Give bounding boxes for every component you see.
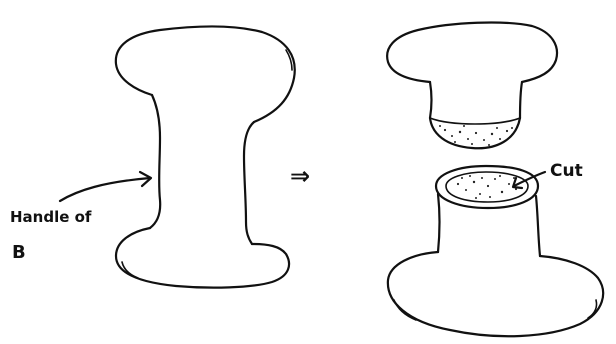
- right-top-neck-left: [430, 82, 432, 118]
- right-bottom-neck-left: [438, 194, 440, 252]
- left-neck-left-side: [150, 95, 160, 228]
- right-base-sketch-mark: [588, 300, 597, 318]
- left-top-cap: [116, 27, 295, 123]
- handle-arrow-shaft: [60, 178, 150, 201]
- left-solid-figure: [116, 27, 295, 288]
- right-top-piece: [387, 23, 557, 149]
- cut-label: Cut: [550, 161, 583, 181]
- left-bottom-base: [116, 228, 289, 288]
- right-top-cut-rim: [430, 118, 520, 124]
- implies-arrow: ⇒: [290, 162, 310, 190]
- right-top-neck-right: [520, 82, 522, 118]
- right-bottom-piece: [388, 166, 603, 336]
- handle-label: Handle of: [10, 208, 92, 226]
- handle-pointer-arrow: [60, 172, 151, 201]
- right-top-cap: [387, 23, 557, 82]
- right-bottom-neck-right: [536, 196, 540, 256]
- right-bottom-cut-texture: [457, 175, 517, 199]
- left-neck-right-side: [244, 122, 254, 244]
- handle-label-b: B: [12, 242, 26, 263]
- right-bottom-base: [388, 252, 603, 336]
